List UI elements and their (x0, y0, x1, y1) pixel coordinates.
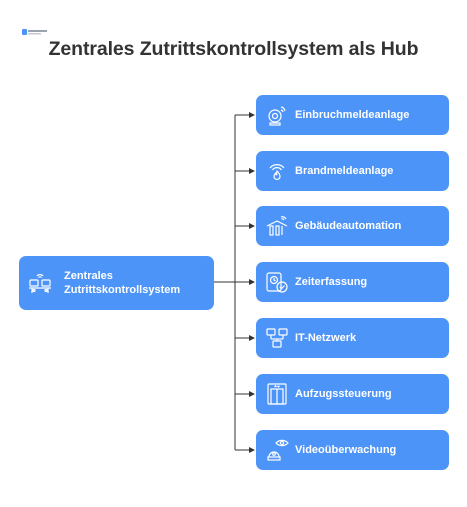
camera-eye-icon (267, 439, 289, 461)
clock-check-icon (266, 272, 288, 293)
label-it-netzwerk: IT-Netzwerk (295, 332, 357, 344)
node-videoueberwachung: Videoüberwachung (256, 430, 449, 470)
flame-alarm-icon (269, 164, 285, 181)
label-brandmeldeanlage: Brandmeldeanlage (295, 165, 394, 177)
node-zeiterfassung: Zeiterfassung (256, 262, 449, 302)
label-aufzugssteuerung: Aufzugssteuerung (295, 388, 392, 400)
node-einbruchmeldeanlage: Einbruchmeldeanlage (256, 95, 449, 135)
page-title: Zentrales Zutrittskontrollsystem als Hub (48, 38, 419, 60)
hub-label: Zentrales Zutrittskontrollsystem (64, 270, 181, 296)
access-control-desks-icon (29, 274, 51, 293)
label-einbruchmeldeanlage: Einbruchmeldeanlage (295, 109, 410, 121)
hub-node: Zentrales Zutrittskontrollsystem (19, 256, 214, 310)
node-it-netzwerk: IT-Netzwerk (256, 318, 449, 358)
network-computers-icon (266, 328, 288, 348)
node-gebaeudeautomation: Gebäudeautomation (256, 206, 449, 246)
node-brandmeldeanlage: Brandmeldeanlage (256, 151, 449, 191)
label-videoueberwachung: Videoüberwachung (295, 444, 397, 456)
elevator-icon (267, 383, 287, 405)
building-automation-icon (266, 216, 288, 236)
logo (22, 29, 47, 35)
label-gebaeudeautomation: Gebäudeautomation (295, 220, 402, 232)
node-aufzugssteuerung: Aufzugssteuerung (256, 374, 449, 414)
label-zeiterfassung: Zeiterfassung (295, 276, 368, 288)
alarm-bell-icon (268, 106, 286, 126)
